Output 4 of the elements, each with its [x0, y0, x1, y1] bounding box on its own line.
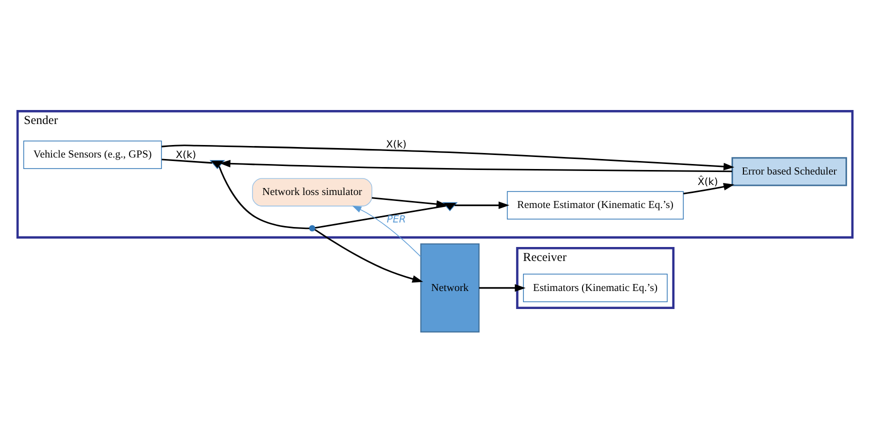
- edge-label: X(k): [386, 138, 407, 150]
- edge-label: X̂(k): [698, 176, 718, 188]
- edge-label: PER: [386, 214, 406, 225]
- edge-label: X(k): [176, 150, 196, 161]
